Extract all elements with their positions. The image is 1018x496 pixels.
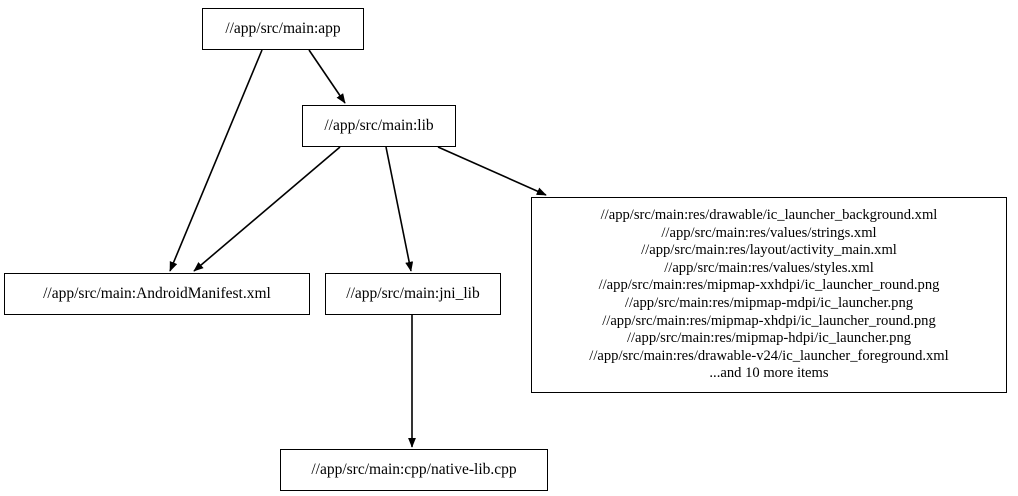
graph-node-res-line: //app/src/main:res/drawable-v24/ic_launc… [589,347,949,364]
graph-node-lib[interactable]: //app/src/main:lib [302,105,456,147]
edge-lib-to-res-group [437,146,547,196]
graph-node-res-line: //app/src/main:res/mipmap-mdpi/ic_launch… [624,295,914,311]
graph-node-jni-lib-label: //app/src/main:jni_lib [346,285,480,303]
graph-node-lib-label: //app/src/main:lib [324,117,434,135]
graph-node-native-lib-label: //app/src/main:cpp/native-lib.cpp [311,461,517,479]
graph-node-res-line: //app/src/main:res/mipmap-hdpi/ic_launch… [626,330,912,347]
edge-lib-to-manifest [193,146,341,272]
graph-node-res-line: //app/src/main:res/drawable/ic_launcher_… [600,207,938,224]
edge-lib-to-jni-lib [385,146,414,272]
edge-app-to-lib [308,49,346,104]
graph-node-app-label: //app/src/main:app [225,20,341,38]
edge-app-to-manifest [169,49,263,272]
graph-node-res-group[interactable]: //app/src/main:res/drawable/ic_launcher_… [531,197,1007,393]
graph-node-res-line: //app/src/main:res/layout/activity_main.… [641,242,897,259]
graph-node-android-manifest-label: //app/src/main:AndroidManifest.xml [43,285,271,303]
graph-node-res-line: //app/src/main:res/values/styles.xml [664,259,874,276]
graph-node-app[interactable]: //app/src/main:app [202,8,364,50]
graph-node-native-lib[interactable]: //app/src/main:cpp/native-lib.cpp [280,449,548,491]
graph-node-res-line: //app/src/main:res/mipmap-xhdpi/ic_launc… [602,312,936,329]
graph-node-jni-lib[interactable]: //app/src/main:jni_lib [325,273,501,315]
graph-node-android-manifest[interactable]: //app/src/main:AndroidManifest.xml [4,273,310,315]
graph-node-res-more-items: ...and 10 more items [709,365,829,382]
graph-node-res-line: //app/src/main:res/mipmap-xxhdpi/ic_laun… [598,277,940,294]
graph-node-res-line: //app/src/main:res/values/strings.xml [661,224,877,241]
